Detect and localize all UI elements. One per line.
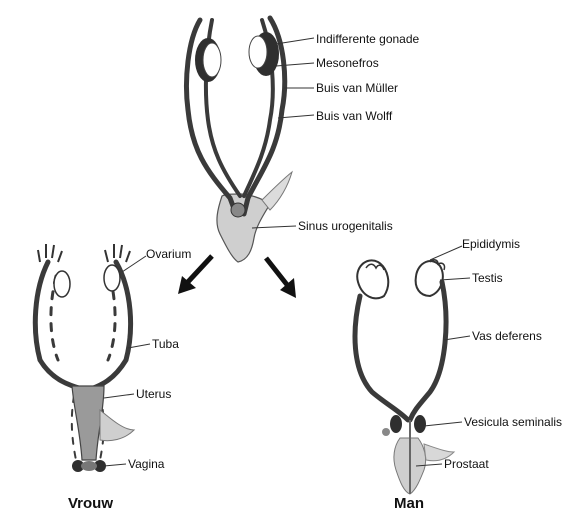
label-wolffian-duct: Buis van Wolff [316,109,393,123]
caption-female: Vrouw [68,495,113,512]
label-indifferent-gonad: Indifferente gonade [316,32,420,46]
female-illustration [35,244,134,472]
label-seminal-vesicle: Vesicula seminalis [464,415,562,429]
label-mullerian-duct: Buis van Müller [316,81,398,95]
male-illustration [355,260,454,494]
label-prostate: Prostaat [444,457,489,471]
label-ovary: Ovarium [146,247,191,261]
label-mesonephros: Mesonefros [316,56,379,70]
label-vagina: Vagina [128,457,165,471]
label-urogenital-sinus: Sinus urogenitalis [298,219,393,233]
indifferent-stage-illustration [187,18,293,262]
caption-male: Man [394,495,424,512]
label-epididymis: Epididymis [462,237,520,251]
label-tube: Tuba [152,337,179,351]
label-testis: Testis [472,271,503,285]
arrow-to-male-icon [266,258,296,298]
label-vas-deferens: Vas deferens [472,329,542,343]
arrow-to-female-icon [178,256,212,294]
label-uterus: Uterus [136,387,171,401]
